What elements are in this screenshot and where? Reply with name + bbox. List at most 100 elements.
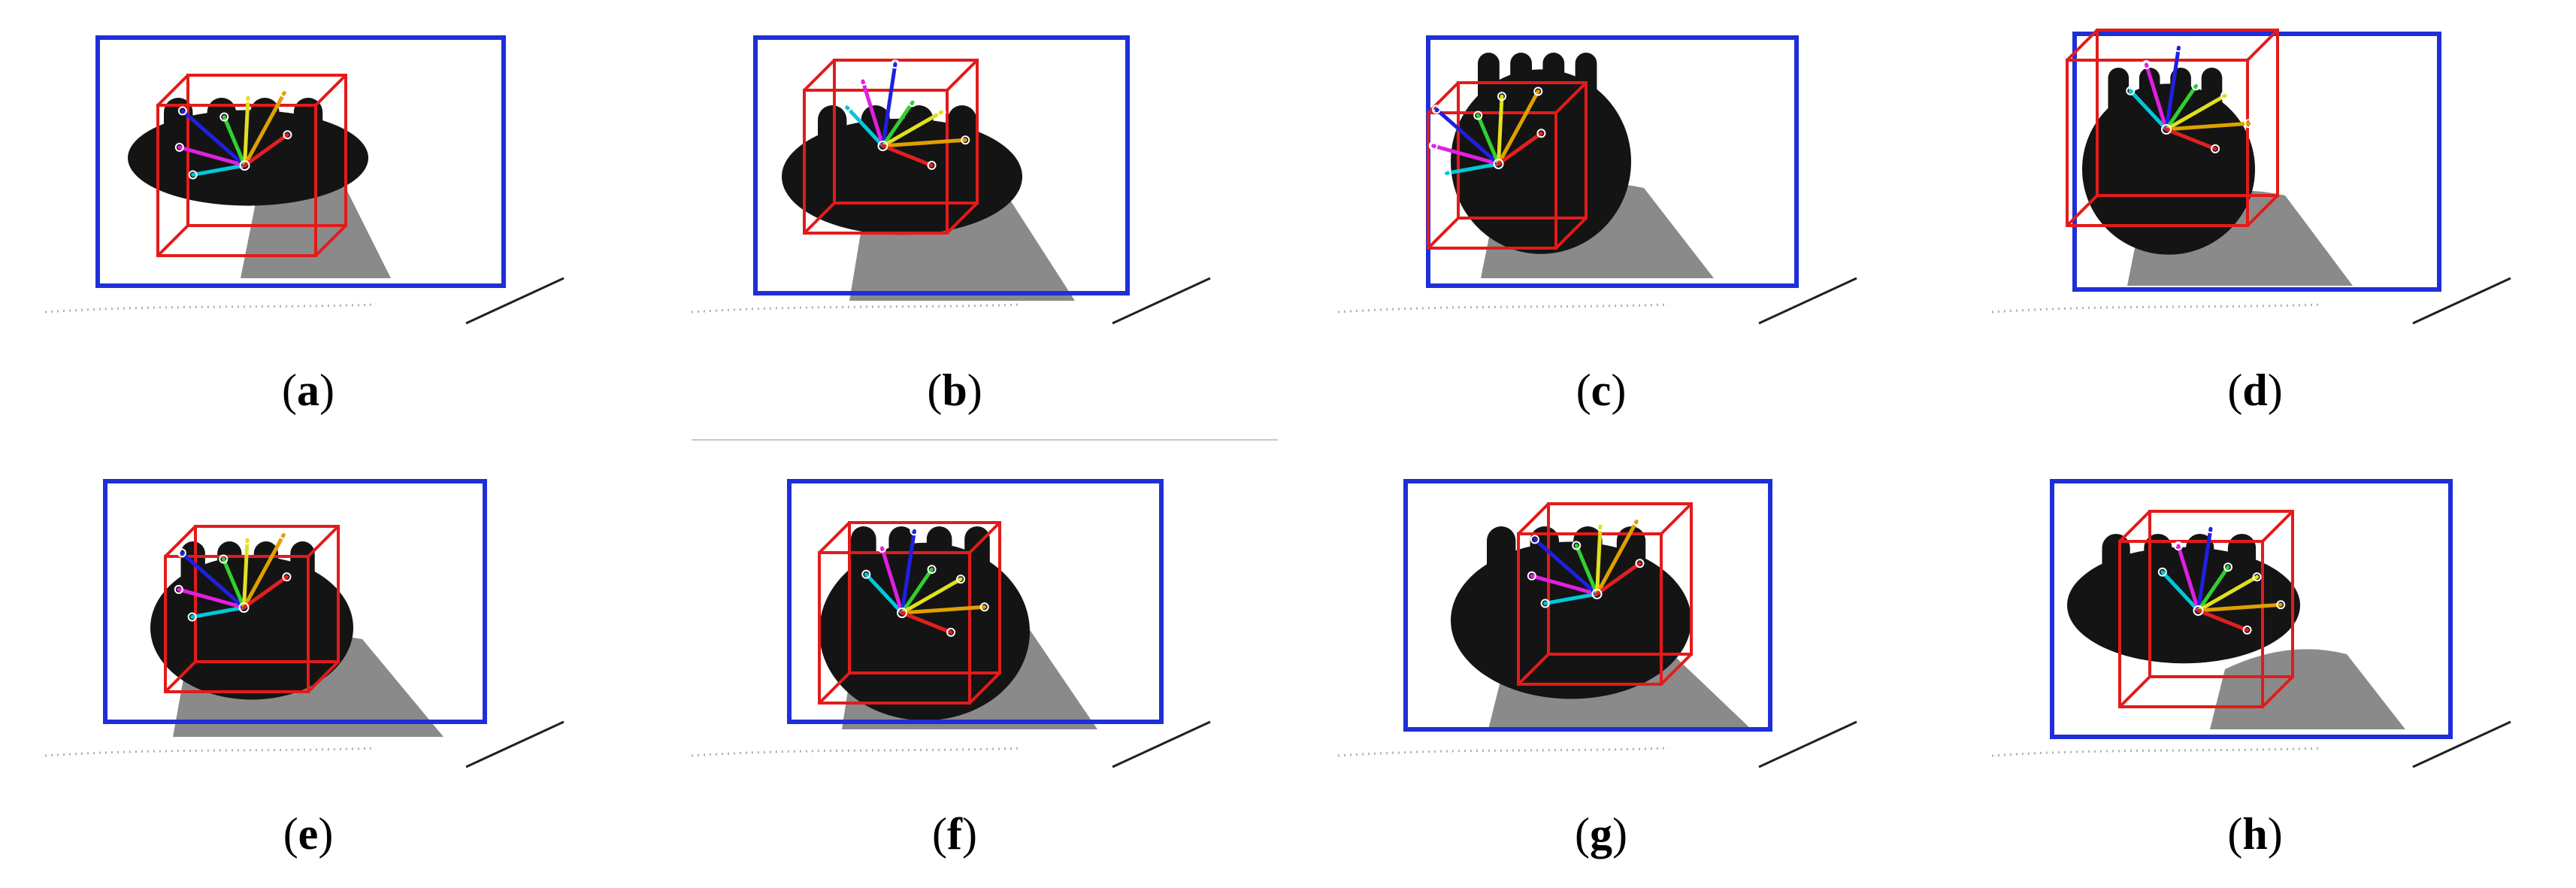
- skeleton-bone: [900, 611, 953, 635]
- palm-joint: [2161, 124, 2172, 135]
- skeleton-joint: [2191, 81, 2201, 91]
- skeleton-bone: [221, 557, 246, 610]
- skeleton-joint: [177, 548, 186, 558]
- skeleton-bone: [180, 108, 247, 168]
- skeleton-bone: [2160, 570, 2200, 613]
- hand-box-edge: [307, 525, 340, 558]
- skeleton-joint: [1473, 111, 1483, 120]
- floor-edge: [465, 720, 565, 768]
- skeleton-bone: [2176, 544, 2200, 613]
- skeleton-joint: [279, 530, 289, 540]
- skeleton-bone: [1497, 94, 1504, 166]
- skeleton-bone: [242, 532, 286, 610]
- skeleton-joint: [927, 160, 937, 170]
- panel-label: h: [2242, 809, 2268, 859]
- skeleton-joint: [2126, 86, 2136, 95]
- skeleton-joint: [2244, 119, 2254, 129]
- hand-box-back: [848, 521, 1001, 674]
- hand-box-edge: [2246, 29, 2279, 62]
- skeleton-joint: [280, 88, 289, 98]
- skeleton-bone: [881, 110, 944, 148]
- floor-edge: [2412, 720, 2511, 768]
- depth-image: [44, 35, 565, 325]
- hand-box-edge: [1554, 81, 1588, 114]
- skeleton-bone: [2196, 526, 2213, 613]
- panel-caption: (g): [1575, 809, 1627, 859]
- skeleton-joint: [1527, 571, 1536, 580]
- skeleton-joint: [2211, 144, 2220, 153]
- hand-box-back: [2148, 510, 2294, 678]
- row-divider: [692, 439, 1278, 441]
- skeleton-bone: [2164, 83, 2199, 132]
- finger: [1510, 53, 1532, 165]
- hand-box-edge: [2261, 510, 2294, 543]
- skeleton-bone: [177, 145, 247, 168]
- hand-box-edge: [1517, 502, 1550, 535]
- skeleton-joint: [2174, 43, 2184, 53]
- skeleton-joint: [177, 106, 187, 116]
- palm-joint: [238, 602, 250, 613]
- floor-edge: [1758, 277, 1857, 325]
- skeleton-joint: [1536, 129, 1546, 138]
- floor-edge: [1758, 720, 1857, 768]
- skeleton-joint: [1540, 599, 1550, 608]
- skeleton-bone: [1543, 592, 1599, 605]
- skeleton-bone: [881, 144, 934, 168]
- hand-box-front: [2066, 59, 2249, 227]
- floor-edge: [1112, 720, 1211, 768]
- hand-box-edge: [803, 202, 836, 235]
- skeleton-bone: [881, 62, 898, 148]
- skeleton-bone: [191, 163, 247, 177]
- finger: [217, 541, 242, 629]
- skeleton-joint: [1530, 535, 1539, 544]
- skeleton-bone: [1445, 162, 1500, 175]
- skeleton-bone: [243, 95, 250, 168]
- depth-image: [691, 35, 1211, 325]
- hand-box-front: [164, 555, 310, 693]
- skeleton-joint: [187, 612, 197, 622]
- skeleton-bone: [1497, 131, 1543, 166]
- panel-caption: (h): [2227, 809, 2283, 859]
- hand-box-front: [1517, 532, 1663, 686]
- palm-joint: [2193, 605, 2204, 616]
- hand-box-edge: [1517, 653, 1550, 686]
- panel-label: d: [2242, 365, 2268, 415]
- depth-image: [691, 479, 1211, 768]
- finger: [2201, 68, 2223, 171]
- floor-speckle: [1991, 303, 2323, 314]
- hand-box-edge: [2066, 194, 2099, 227]
- floor-speckle: [691, 303, 1023, 314]
- skeleton-joint: [242, 535, 252, 545]
- finger: [1487, 526, 1516, 622]
- skeleton-joint: [877, 544, 887, 553]
- skeleton-joint: [2142, 60, 2151, 70]
- skeleton-bone: [180, 550, 246, 610]
- skeleton-bone: [1595, 519, 1639, 596]
- depth-image: [44, 479, 565, 768]
- skeleton-joint: [861, 569, 871, 579]
- skeleton-joint: [937, 108, 946, 117]
- hand-box-edge: [803, 59, 836, 92]
- skeleton-bone: [1574, 544, 1599, 596]
- panel-e: (e): [44, 459, 571, 865]
- skeleton-bone: [222, 115, 247, 168]
- panel-a: (a): [44, 15, 571, 421]
- hand-box-edge: [164, 525, 197, 558]
- panel-label: e: [298, 809, 319, 859]
- palm-joint: [897, 608, 907, 618]
- skeleton-bone: [2164, 93, 2227, 132]
- palm-joint: [239, 160, 250, 171]
- skeleton-joint: [1442, 168, 1451, 178]
- skeleton-bone: [1434, 107, 1500, 166]
- skeleton-bone: [881, 138, 967, 148]
- skeleton-bone: [900, 529, 916, 615]
- skeleton-joint: [1635, 559, 1645, 568]
- skeleton-bone: [2196, 608, 2250, 632]
- skeleton-bone: [1431, 144, 1500, 166]
- hand-box-front: [803, 89, 949, 235]
- outer-bounding-box: [1403, 479, 1772, 732]
- outer-bounding-box: [2050, 479, 2453, 739]
- skeleton-joint: [2220, 91, 2230, 101]
- finger: [180, 541, 205, 629]
- skeleton-joint: [282, 572, 292, 582]
